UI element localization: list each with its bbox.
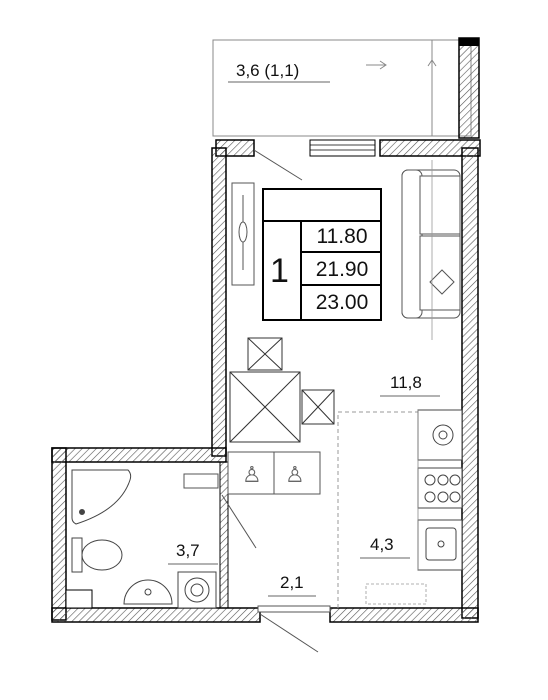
sofa [401, 169, 461, 319]
wall-right [461, 147, 479, 619]
legend-area-cells: 11.80 21.90 23.00 [300, 220, 382, 319]
dining-table [229, 337, 335, 443]
svg-text:♙: ♙ [285, 463, 305, 488]
wall-bottom-left [51, 607, 261, 623]
wall-bottom-right [329, 607, 479, 623]
kitchen-sink-unit [417, 409, 463, 461]
wall-bathroom-left [51, 447, 67, 621]
kitchen-sink [417, 519, 463, 571]
legend-total-area: 23.00 [315, 291, 369, 314]
exterior-wall-top [215, 139, 481, 157]
balcony-arrows [366, 59, 437, 82]
label-bathroom-area: 3,7 [176, 541, 200, 560]
apartment-legend: 1 11.80 21.90 23.00 [262, 188, 382, 321]
label-living-room-area: 11,8 [390, 373, 422, 392]
wardrobe [231, 182, 255, 286]
toilet [71, 537, 123, 573]
entrance-door [257, 605, 331, 653]
label-kitchen-area: 4,3 [370, 535, 394, 554]
balcony-outline [212, 39, 472, 137]
legend-room-count: 1 [270, 252, 289, 290]
washbasin [123, 579, 173, 605]
washing-machine [177, 571, 217, 609]
hallway-closet: ♙ ♙ [227, 451, 321, 495]
label-balcony-area: 3,6 (1,1) [236, 61, 300, 80]
svg-text:♙: ♙ [242, 463, 262, 488]
stove [417, 467, 463, 509]
kitchen-zone-line [337, 411, 460, 608]
wall-bathroom-top [51, 447, 227, 463]
label-hallway-area: 2,1 [280, 573, 304, 592]
legend-header [264, 190, 380, 222]
wall-left-upper [211, 147, 227, 457]
bathroom-door [183, 473, 257, 549]
legend-living-area: 11.80 [302, 220, 382, 253]
shower-cabin [71, 469, 132, 525]
legend-total-area-no-balcony: 21.90 [302, 253, 382, 286]
balcony-door [253, 149, 303, 181]
balcony-wall [458, 37, 480, 139]
wall-partition-bathroom [219, 461, 229, 609]
